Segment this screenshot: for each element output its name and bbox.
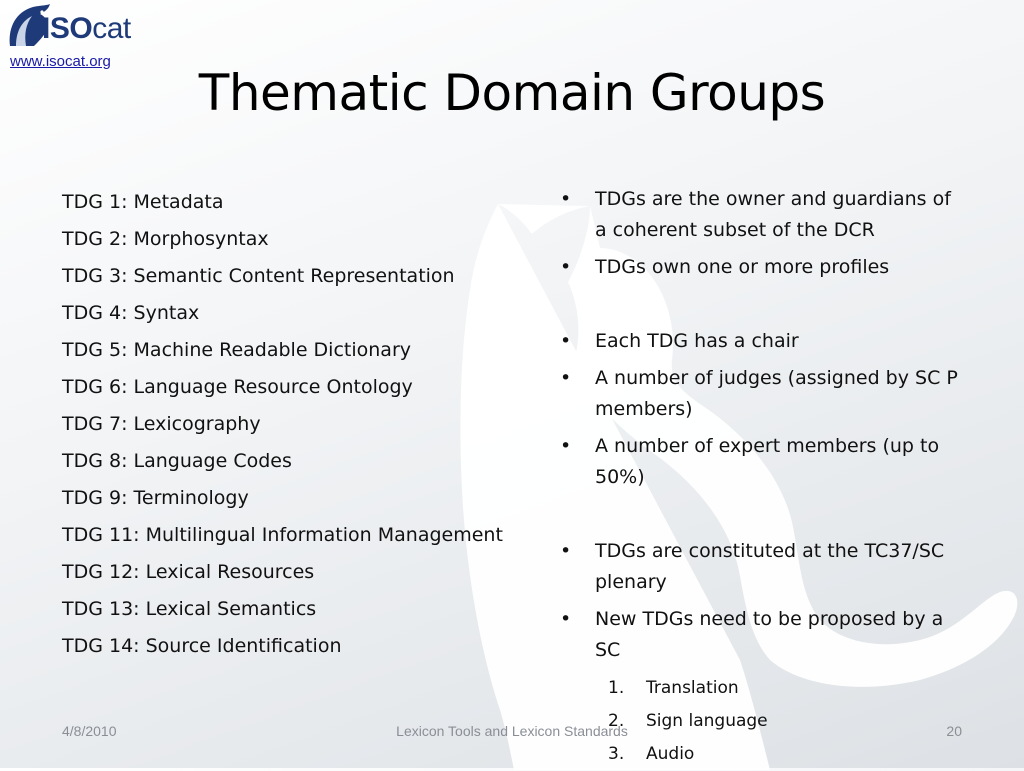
numbered-item: 1. Translation <box>558 672 968 705</box>
bullet-item: Each TDG has a chair <box>558 326 968 357</box>
tdg-list-item: TDG 13: Lexical Semantics <box>62 598 317 620</box>
bullet-item: New TDGs need to be proposed by a SC <box>558 604 968 666</box>
tdg-list-item: TDG 12: Lexical Resources <box>62 561 315 583</box>
tdg-list-item: TDG 2: Morphosyntax <box>62 228 269 250</box>
footer-date: 4/8/2010 <box>62 723 117 739</box>
spacer <box>558 499 968 536</box>
bullet-item: A number of expert members (up to 50%) <box>558 431 968 493</box>
slide-number: 20 <box>946 723 962 739</box>
tdg-list-item: TDG 6: Language Resource Ontology <box>62 376 413 398</box>
tdg-list-item: TDG 3: Semantic Content Representation <box>62 265 455 287</box>
tdg-list-item: TDG 5: Machine Readable Dictionary <box>62 339 412 361</box>
bullet-item: TDGs are constituted at the TC37/SC plen… <box>558 536 968 598</box>
tdg-list-item: TDG 4: Syntax <box>62 302 200 324</box>
item-label: Translation <box>646 678 739 698</box>
item-number: 1. <box>608 678 625 698</box>
bullet-item: TDGs are the owner and guardians of a co… <box>558 184 968 246</box>
tdg-list-item: TDG 8: Language Codes <box>62 450 292 472</box>
tdg-facts-list: TDGs are the owner and guardians of a co… <box>558 184 968 771</box>
isocat-website-link[interactable]: www.isocat.org <box>10 53 111 70</box>
tdg-list-item: TDG 7: Lexicography <box>62 413 261 435</box>
numbered-item: 3. Audio <box>558 738 968 771</box>
tdg-list-item: TDG 11: Multilingual Information Managem… <box>62 524 503 546</box>
logo-cat-text: cat <box>92 12 131 45</box>
tdg-list: TDG 1: Metadata TDG 2: Morphosyntax TDG … <box>62 184 503 665</box>
item-number: 2. <box>608 711 625 731</box>
logo-wordmark: ISOcat <box>42 12 131 46</box>
new-tdg-proposals-list: 1. Translation 2. Sign language 3. Audio <box>558 672 968 771</box>
slide-title: Thematic Domain Groups <box>198 64 826 122</box>
item-label: Sign language <box>646 711 768 731</box>
tdg-list-item: TDG 14: Source Identification <box>62 635 342 657</box>
item-number: 3. <box>608 744 625 764</box>
logo-iso-text: ISO <box>42 12 93 45</box>
tdg-list-item: TDG 1: Metadata <box>62 191 224 213</box>
tdg-list-item: TDG 9: Terminology <box>62 487 249 509</box>
cat-logo-icon <box>9 4 50 46</box>
item-label: Audio <box>646 744 695 764</box>
bullet-item: A number of judges (assigned by SC P mem… <box>558 363 968 425</box>
bullet-item: TDGs own one or more profiles <box>558 252 968 283</box>
spacer <box>558 289 968 326</box>
footer-title: Lexicon Tools and Lexicon Standards <box>396 723 628 739</box>
isocat-logo: ISOcat www.isocat.org <box>2 2 142 74</box>
numbered-item: 2. Sign language <box>558 705 968 738</box>
